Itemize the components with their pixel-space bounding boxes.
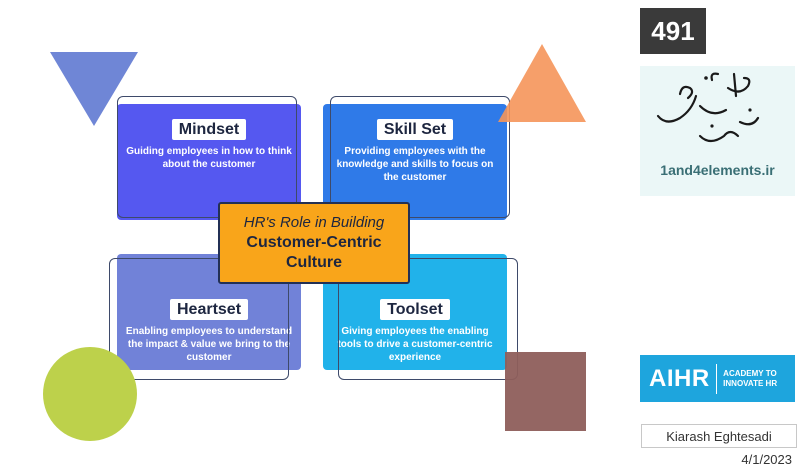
aihr-logo: AIHR ACADEMY TO INNOVATE HR bbox=[640, 355, 795, 402]
calligraphy-logo-icon bbox=[656, 72, 760, 143]
aihr-tagline-line2: INNOVATE HR bbox=[723, 378, 778, 388]
orange-triangle-decoration bbox=[498, 44, 586, 122]
mindset-outline bbox=[117, 96, 297, 218]
aihr-divider bbox=[715, 363, 718, 394]
center-title-line2: Customer-Centric Culture bbox=[246, 234, 382, 271]
toolset-description: Giving employees the enabling tools to d… bbox=[337, 326, 493, 363]
aihr-wordmark: AIHR bbox=[649, 364, 710, 392]
mindset-quadrant: Mindset Guiding employees in how to thin… bbox=[117, 104, 301, 220]
toolset-outline bbox=[338, 258, 518, 380]
center-title-box: HR's Role in Building Customer-Centric C… bbox=[218, 202, 410, 284]
center-title-line1: HR's Role in Building bbox=[243, 214, 385, 231]
brown-square-decoration bbox=[505, 352, 586, 431]
logo-panel: 1and4elements.ir bbox=[640, 66, 795, 196]
skillset-quadrant: Skill Set Providing employees with the k… bbox=[323, 104, 507, 220]
slide-date: 4/1/2023 bbox=[741, 452, 792, 467]
heartset-description: Enabling employees to understand the imp… bbox=[125, 326, 293, 363]
author-name: Kiarash Eghtesadi bbox=[641, 424, 797, 448]
toolset-title: Toolset bbox=[380, 299, 450, 320]
slide-number-badge: 491 bbox=[640, 8, 706, 54]
heartset-outline bbox=[109, 258, 289, 380]
heartset-title: Heartset bbox=[169, 299, 249, 320]
mindset-title: Mindset bbox=[171, 119, 247, 140]
mindset-description: Guiding employees in how to think about … bbox=[126, 146, 292, 170]
skillset-outline bbox=[330, 96, 510, 218]
green-circle-decoration bbox=[43, 347, 137, 441]
logo-url: 1and4elements.ir bbox=[660, 162, 775, 178]
aihr-tagline: ACADEMY TO INNOVATE HR bbox=[723, 369, 777, 389]
blue-triangle-decoration bbox=[50, 52, 138, 126]
skillset-title: Skill Set bbox=[376, 119, 454, 140]
skillset-description: Providing employees with the knowledge a… bbox=[336, 146, 494, 183]
aihr-tagline-line1: ACADEMY TO bbox=[723, 368, 777, 378]
